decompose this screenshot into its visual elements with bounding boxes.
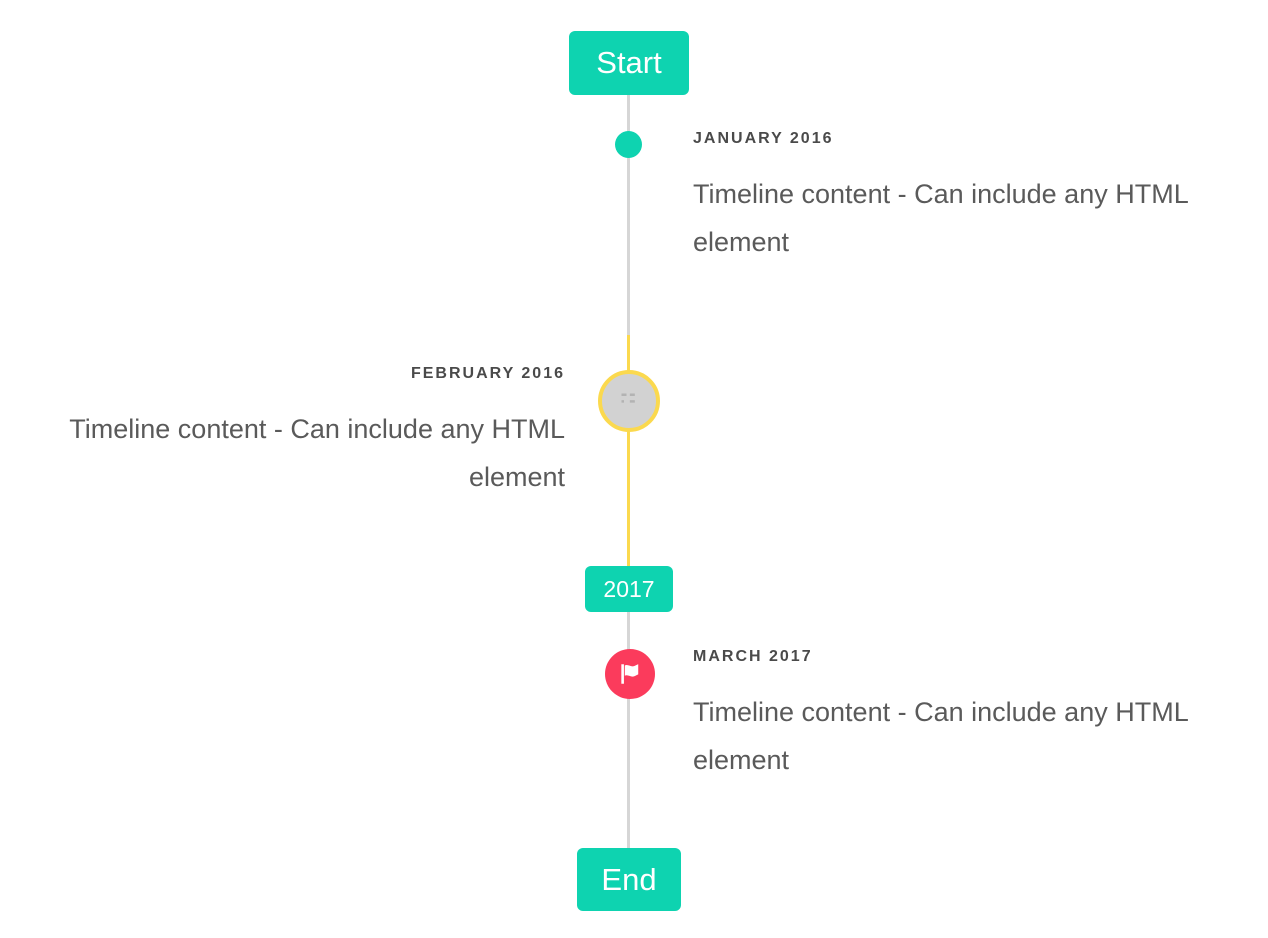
broken-image-icon [621,393,635,403]
timeline-year-chip[interactable]: 2017 [585,566,673,612]
timeline-entry: FEBRUARY 2016 Timeline content - Can inc… [40,365,565,501]
flag-marker[interactable] [605,649,655,699]
entry-body-text: Timeline content - Can include any HTML … [693,696,1188,775]
entry-body-text: Timeline content - Can include any HTML … [693,178,1188,257]
dot-marker[interactable] [615,131,642,158]
timeline-axis-highlighted [627,335,630,568]
timeline-axis-upper [627,95,630,335]
timeline-start-chip[interactable]: Start [569,31,689,95]
entry-body-text: Timeline content - Can include any HTML … [69,413,565,492]
timeline-end-chip[interactable]: End [577,848,681,911]
timeline-entry: JANUARY 2016 Timeline content - Can incl… [693,130,1220,266]
entry-date-label: MARCH 2017 [693,648,813,665]
timeline-entry: MARCH 2017 Timeline content - Can includ… [693,648,1220,784]
entry-date-label: JANUARY 2016 [693,130,834,147]
entry-date-label: FEBRUARY 2016 [410,365,565,382]
flag-icon [621,664,639,684]
timeline-axis-lower [627,612,630,848]
image-marker[interactable] [598,370,660,432]
